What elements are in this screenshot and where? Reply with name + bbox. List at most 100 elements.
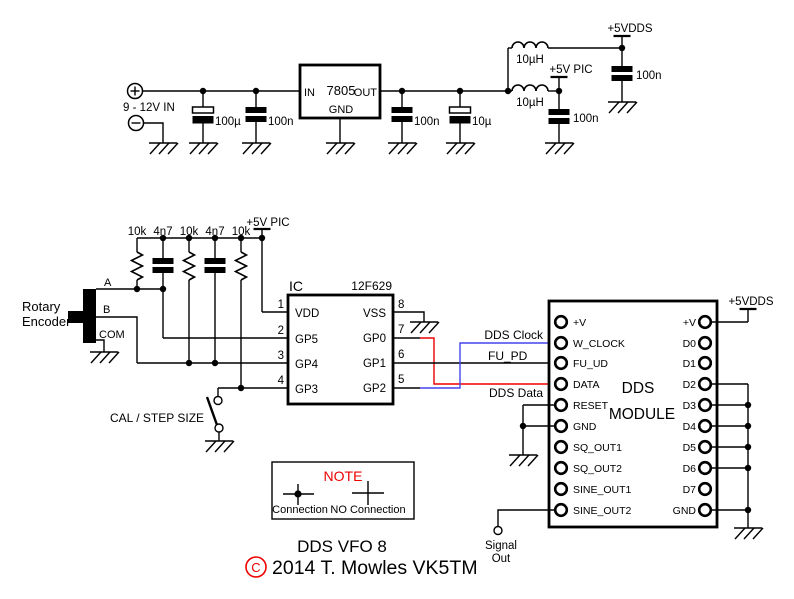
cal-step-switch: CAL / STEP SIZE <box>110 388 235 453</box>
cap-value-label: 4n7 <box>205 226 224 238</box>
interconnect-wires: DDS Clock FU_PD DDS Data <box>393 328 555 400</box>
switch-lever-icon <box>205 396 219 426</box>
note-connection-label: Connection <box>272 504 328 516</box>
dds-pin-label: D0 <box>683 338 697 350</box>
ic-pin-number: 3 <box>278 350 284 362</box>
note-no-connection-label: NO Connection <box>330 504 405 516</box>
ic-pin-name: GP2 <box>363 383 386 395</box>
signal-out-label-1: Signal <box>485 540 517 552</box>
filter-dds-branch: 10µH +5VDDS 100n <box>508 23 662 114</box>
dds-pin-label: GND <box>673 505 697 517</box>
rail-vdds-label: +5VDDS <box>607 23 652 35</box>
ic-pin-number: 4 <box>278 375 285 387</box>
ic-pin-name: GP5 <box>295 334 318 346</box>
encoder-title-1: Rotary <box>22 299 61 314</box>
dds-pin-label: D6 <box>683 463 697 475</box>
dds-pin-label: RESET <box>573 400 609 412</box>
ic-pin-number: 1 <box>278 299 284 311</box>
rail-vpic-label: +5V PIC <box>246 217 289 229</box>
signal-data-label: DDS Data <box>489 386 543 400</box>
connection-dot-icon <box>294 490 302 498</box>
dds-pin-label: D4 <box>683 421 697 433</box>
title-block: DDS VFO 8 C 2014 T. Mowles VK5TM <box>245 537 478 579</box>
res-value-label: 10k <box>128 226 147 238</box>
encoder-shaft-icon <box>68 311 83 323</box>
dds-pin-label: D1 <box>683 358 697 370</box>
cap-value-label: 100n <box>636 70 662 82</box>
dds-pin-label: FU_UD <box>573 358 608 370</box>
res-value-label: 10k <box>232 226 251 238</box>
dds-pin-label: D7 <box>683 484 697 496</box>
note-box: NOTE Connection NO Connection <box>271 461 415 520</box>
dds-name-1: DDS <box>622 380 655 397</box>
ic-pin-number: 8 <box>398 299 404 311</box>
encoder-title-2: Encoder <box>22 314 71 329</box>
dds-right-wiring: +5VDDS <box>711 296 774 540</box>
regulator-pin-in-label: IN <box>304 87 315 99</box>
filter-pic-branch: 10µH +5V PIC 100n <box>511 64 599 155</box>
dds-pin-label: SQ_OUT1 <box>573 442 622 454</box>
ic-pin-name: GP1 <box>363 358 386 370</box>
dds-pin-label: SINE_OUT1 <box>573 484 632 496</box>
signal-fu-label: FU_PD <box>488 349 528 363</box>
cap-value-label: 100µ <box>215 116 241 128</box>
regulator-part-label: 7805 <box>327 83 356 98</box>
dds-reset-gnd-wiring <box>508 404 555 467</box>
dds-name-2: MODULE <box>609 406 675 423</box>
input-cap-100n: 100n <box>241 87 294 155</box>
encoder-pin-b-label: B <box>103 304 110 316</box>
input-cap-100u: 100µ <box>188 87 241 155</box>
cap-value-label: 100n <box>573 113 599 125</box>
dds-pin-label: W_CLOCK <box>573 338 625 350</box>
rotary-encoder: Rotary Encoder A B COM <box>22 277 167 364</box>
switch-label: CAL / STEP SIZE <box>110 411 204 425</box>
cap-value-label: 100n <box>414 116 440 128</box>
regulator-pin-gnd-label: GND <box>329 104 354 116</box>
copyright-symbol: C <box>251 560 260 575</box>
switch-terminal-icon <box>214 423 224 433</box>
schematic-title: DDS VFO 8 <box>297 537 387 556</box>
ic-pin-number: 6 <box>398 349 404 361</box>
ic-part-label: 12F629 <box>351 279 392 293</box>
ic-pin-name: VDD <box>295 308 319 320</box>
dds-pin-label: SINE_OUT2 <box>573 505 632 517</box>
ic-pin-number: 2 <box>278 325 284 337</box>
regulator-7805: IN 7805 OUT GND <box>298 63 382 155</box>
dds-pin-label: DATA <box>573 379 599 391</box>
dds-pin-label: D3 <box>683 400 697 412</box>
dds-pin-label: D5 <box>683 442 697 454</box>
copyright-circle-icon <box>245 556 267 578</box>
encoder-pin-com-label: COM <box>99 329 125 341</box>
switch-terminal-icon <box>213 395 223 406</box>
output-cap-10u: 10µ <box>445 87 492 155</box>
ic-12f629: IC 12F629 1 2 3 4 VDD GP5 GP4 GP3 8 7 6 … <box>137 278 440 406</box>
ic-pin-name: GP0 <box>363 333 386 345</box>
ic-pin-number: 7 <box>398 324 404 336</box>
output-cap-100n: 100n <box>387 87 440 155</box>
ic-pin-number: 5 <box>398 374 404 386</box>
dds-pin-label: +V <box>573 317 586 329</box>
cap-value-label: 100n <box>268 116 294 128</box>
pullup-network: 10k 4n7 10k 4n7 10k +5V PIC <box>128 217 290 388</box>
regulator-pin-out-label: OUT <box>354 87 378 99</box>
dds-pin-label: D2 <box>683 379 697 391</box>
rail-vpic-label: +5V PIC <box>549 64 592 76</box>
encoder-body-icon <box>83 289 96 343</box>
dds-pin-label: SQ_OUT2 <box>573 463 622 475</box>
cap-value-label: 10µ <box>472 116 492 128</box>
rail-vdds-label: +5VDDS <box>728 296 773 308</box>
encoder-pin-a-label: A <box>104 277 112 289</box>
inductor-value-label: 10µH <box>516 54 544 66</box>
res-value-label: 10k <box>180 226 199 238</box>
signal-out: Signal Out <box>485 509 555 565</box>
ic-designator-label: IC <box>289 278 303 294</box>
note-title: NOTE <box>324 468 363 484</box>
cap-value-label: 4n7 <box>153 226 172 238</box>
signal-out-label-2: Out <box>492 553 511 565</box>
input-voltage-label: 9 - 12V IN <box>123 102 175 114</box>
ic-pin-name: GP3 <box>295 384 318 396</box>
output-terminal-icon <box>493 525 503 536</box>
signal-clock-label: DDS Clock <box>484 328 544 342</box>
dds-module: DDS MODULE +V W_CLOCK FU_UD DATA RESET G… <box>547 299 719 529</box>
